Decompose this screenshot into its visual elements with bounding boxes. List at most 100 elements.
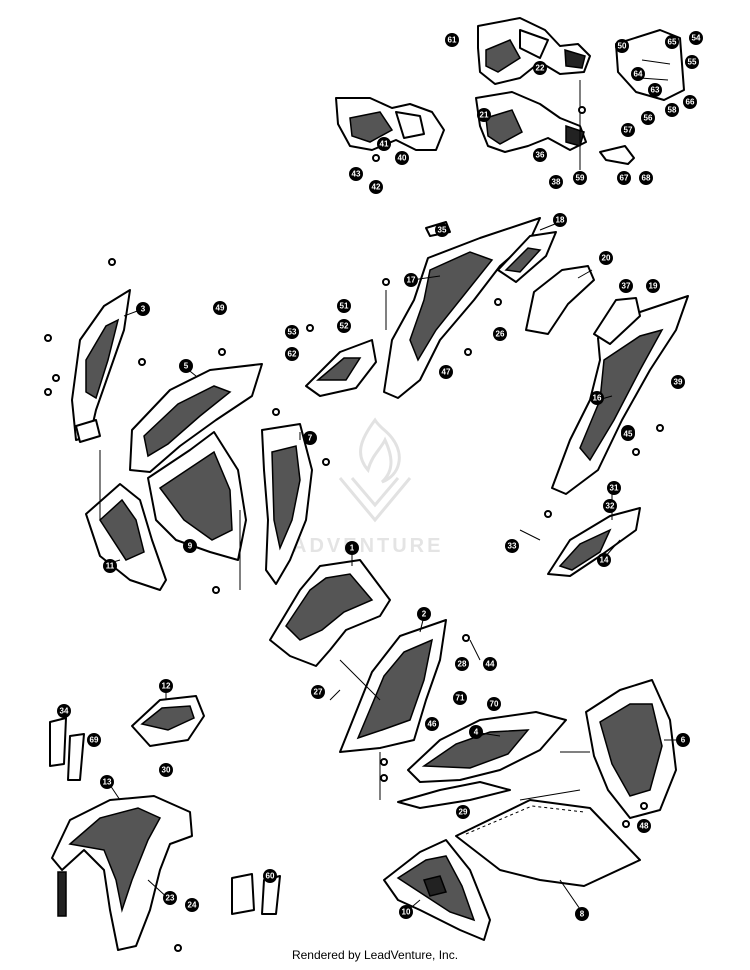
callout-53: 53: [285, 325, 299, 339]
callout-62: 62: [285, 347, 299, 361]
svg-text:71: 71: [456, 694, 465, 703]
inner-panel-5: [129, 363, 263, 473]
callout-44: 44: [483, 657, 497, 671]
callout-69: 69: [87, 733, 101, 747]
screw-icon: [108, 258, 116, 266]
screw-icon: [656, 424, 664, 432]
svg-text:22: 22: [536, 64, 545, 73]
svg-text:51: 51: [340, 302, 349, 311]
callout-39: 39: [671, 375, 685, 389]
svg-text:32: 32: [606, 502, 615, 511]
tail-cowl-upper: [477, 17, 591, 85]
svg-text:49: 49: [216, 304, 225, 313]
screw-icon: [44, 388, 52, 396]
svg-text:27: 27: [314, 688, 323, 697]
screw-icon: [622, 820, 630, 828]
callout-11: 11: [103, 559, 117, 573]
watermark-text: ADVENTURE: [292, 535, 443, 557]
svg-text:7: 7: [308, 434, 313, 443]
callout-67: 67: [617, 171, 631, 185]
svg-text:46: 46: [428, 720, 437, 729]
svg-text:28: 28: [458, 660, 467, 669]
svg-text:62: 62: [288, 350, 297, 359]
inner-panel-7: [261, 423, 313, 585]
callout-29: 29: [456, 805, 470, 819]
callout-10: 10: [399, 905, 413, 919]
screw-icon: [218, 348, 226, 356]
callout-45: 45: [621, 427, 635, 441]
watermark-v-icon: [338, 477, 412, 523]
side-panel-6: [585, 679, 677, 819]
svg-text:31: 31: [610, 484, 619, 493]
screw-icon: [306, 324, 314, 332]
svg-text:14: 14: [600, 556, 609, 565]
svg-text:21: 21: [480, 111, 489, 120]
callout-2: 2: [417, 607, 431, 621]
callout-42: 42: [369, 180, 383, 194]
footer-credit: Rendered by LeadVenture, Inc.: [291, 948, 459, 962]
svg-text:8: 8: [580, 910, 585, 919]
svg-text:33: 33: [508, 542, 517, 551]
svg-text:2: 2: [422, 610, 427, 619]
svg-text:36: 36: [536, 151, 545, 160]
bracket-19: [593, 297, 641, 345]
screw-icon: [138, 358, 146, 366]
svg-text:11: 11: [106, 562, 115, 571]
callout-24: 24: [185, 898, 199, 912]
callout-34: 34: [57, 704, 71, 718]
undercowl-4: [397, 711, 567, 809]
screw-icon: [380, 774, 388, 782]
svg-text:18: 18: [556, 216, 565, 225]
screw-icon: [464, 348, 472, 356]
screen-plate-8: [455, 799, 641, 887]
callout-35: 35: [435, 223, 449, 237]
svg-text:67: 67: [620, 174, 629, 183]
svg-text:6: 6: [681, 736, 686, 745]
callout-1: 1: [345, 541, 359, 555]
svg-text:69: 69: [90, 736, 99, 745]
svg-text:70: 70: [490, 700, 499, 709]
strip-bottom: [231, 873, 281, 915]
front-fender-13: [51, 795, 193, 951]
svg-text:57: 57: [624, 126, 633, 135]
side-cowl-2: [339, 619, 447, 753]
screw-icon: [632, 448, 640, 456]
svg-text:19: 19: [649, 282, 658, 291]
screw-icon: [382, 278, 390, 286]
screw-icon: [174, 944, 182, 952]
callout-61: 61: [445, 33, 459, 47]
callout-55: 55: [685, 55, 699, 69]
svg-text:3: 3: [141, 305, 146, 314]
callout-50: 50: [615, 39, 629, 53]
callout-16: 16: [590, 391, 604, 405]
callout-21: 21: [477, 108, 491, 122]
screw-icon: [372, 154, 380, 162]
svg-text:10: 10: [402, 908, 411, 917]
svg-text:50: 50: [618, 42, 627, 51]
callout-3: 3: [136, 302, 150, 316]
svg-text:43: 43: [352, 170, 361, 179]
svg-text:17: 17: [407, 276, 416, 285]
screw-icon: [578, 106, 586, 114]
svg-text:55: 55: [688, 58, 697, 67]
svg-text:60: 60: [266, 872, 275, 881]
callout-49: 49: [213, 301, 227, 315]
watermark-flame-icon: [359, 417, 401, 484]
callout-68: 68: [639, 171, 653, 185]
screw-icon: [380, 758, 388, 766]
callout-54: 54: [689, 31, 703, 45]
callout-28: 28: [455, 657, 469, 671]
svg-text:24: 24: [188, 901, 197, 910]
svg-text:42: 42: [372, 183, 381, 192]
callout-14: 14: [597, 553, 611, 567]
screw-icon: [212, 586, 220, 594]
callout-40: 40: [395, 151, 409, 165]
svg-text:63: 63: [651, 86, 660, 95]
svg-text:40: 40: [398, 154, 407, 163]
screw-icon: [494, 298, 502, 306]
leader-lines: [99, 80, 680, 913]
callout-65: 65: [665, 35, 679, 49]
callout-41: 41: [377, 137, 391, 151]
svg-text:12: 12: [162, 682, 171, 691]
